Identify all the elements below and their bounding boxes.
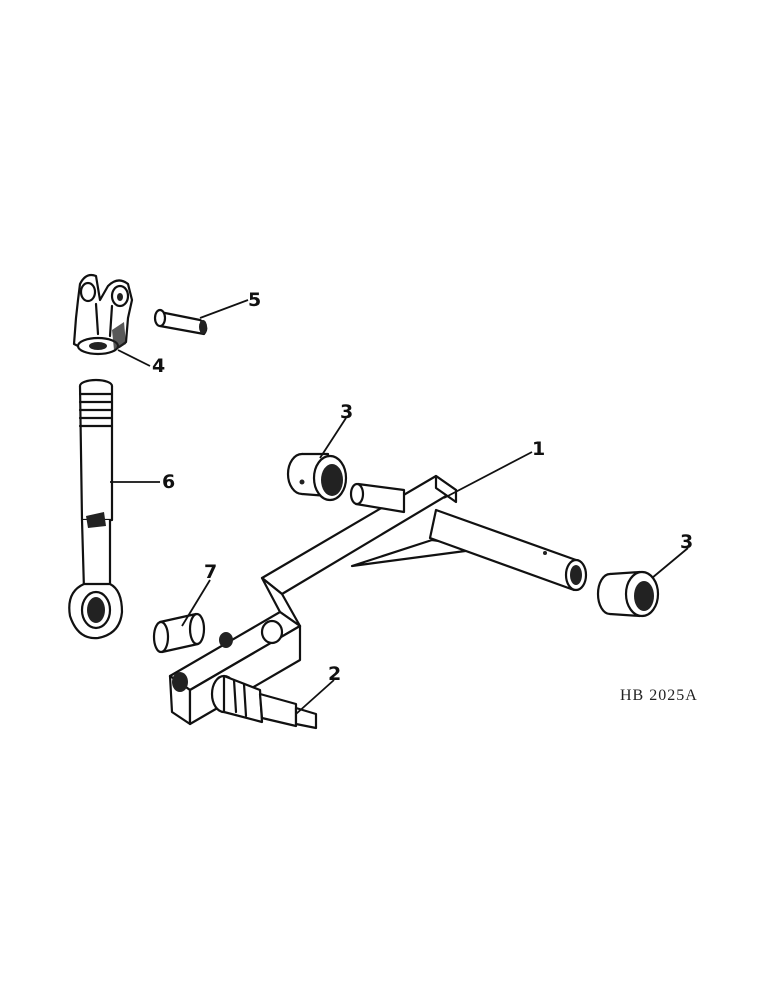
callout-7: 7: [204, 561, 217, 583]
callout-3-right: 3: [680, 531, 693, 553]
part-3-bushing-upper: [286, 452, 348, 502]
callout-4: 4: [152, 355, 165, 377]
callout-3-upper: 3: [340, 401, 353, 423]
callout-5: 5: [248, 289, 261, 311]
drawing-code: HB 2025A: [620, 687, 698, 704]
part-6-rod: [68, 378, 124, 640]
part-5-pin: [153, 308, 208, 336]
callout-6: 6: [162, 471, 175, 493]
part-2-spindle: [210, 674, 318, 730]
part-1-axle-frame: [168, 474, 588, 726]
part-4-clevis: [72, 273, 134, 356]
leader-lines: [110, 299, 689, 715]
part-3-bushing-right: [596, 570, 660, 618]
callout-2: 2: [328, 663, 341, 685]
callout-1: 1: [532, 438, 545, 460]
part-7-bushing: [152, 612, 206, 654]
